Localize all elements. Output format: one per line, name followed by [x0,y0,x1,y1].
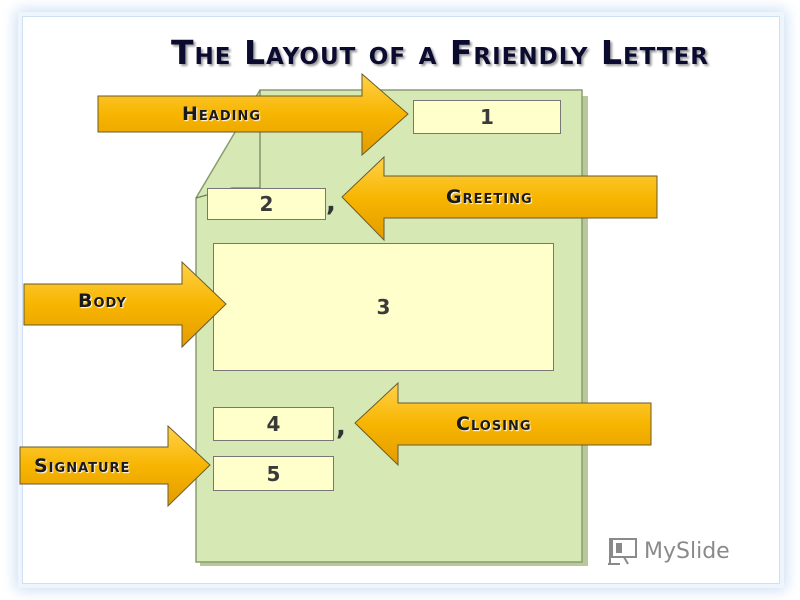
closing-box: 4 [213,407,334,441]
greeting-box-number: 2 [259,192,274,216]
signature-arrow [19,424,211,508]
logo-text: MySlide [644,538,730,564]
closing-comma: , [336,412,346,442]
signature-label: Signature [34,455,131,477]
projector-icon [608,538,637,565]
heading-label: Heading [182,103,262,125]
signature-box-number: 5 [266,461,281,486]
body-arrow [23,260,227,349]
greeting-comma: , [326,188,336,218]
body-label: Body [78,290,127,312]
closing-box-number: 4 [266,412,281,436]
signature-box: 5 [213,456,334,491]
greeting-box: 2 [207,188,326,220]
closing-label: Closing [456,413,532,435]
page-title: The Layout of a Friendly Letter [170,33,709,72]
greeting-arrow [341,155,658,242]
myslide-logo: MySlide [606,536,730,566]
greeting-label: Greeting [446,186,533,208]
heading-box-number: 1 [480,105,494,129]
body-box-number: 3 [376,295,391,319]
heading-box: 1 [413,100,561,134]
heading-arrow [97,72,409,157]
closing-arrow [354,381,652,467]
